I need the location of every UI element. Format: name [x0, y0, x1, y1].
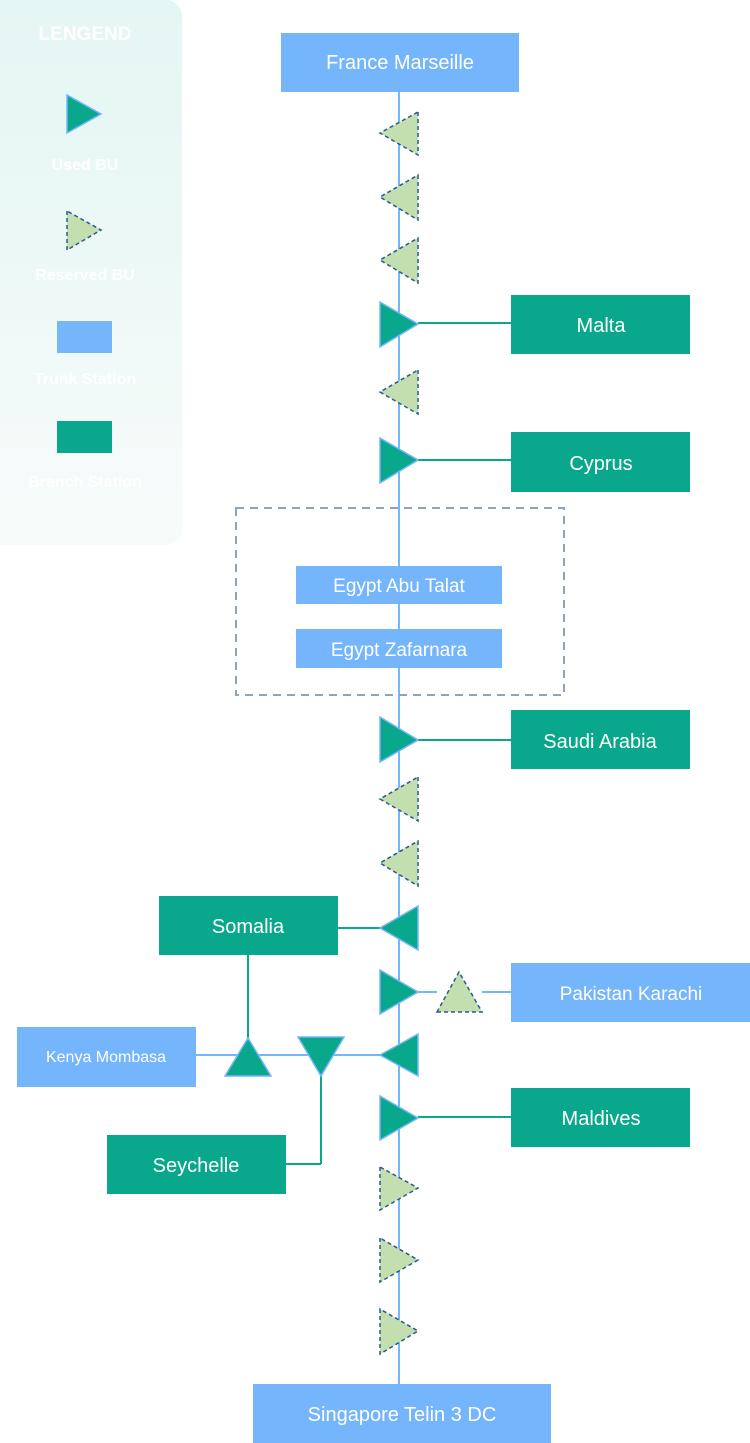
used-bu-icon — [379, 300, 420, 349]
station-label: Kenya Mombasa — [46, 1049, 166, 1066]
used-bu-triangle-icon — [66, 93, 103, 135]
station-label: Maldives — [562, 1108, 641, 1130]
legend-label-branch-station: Branch Station — [28, 474, 142, 491]
station-label: Cyprus — [569, 453, 632, 475]
used-bu-icon — [379, 1094, 420, 1142]
station-saudi-arabia: Saudi Arabia — [511, 710, 690, 769]
station-somalia: Somalia — [159, 896, 338, 955]
used-bu-icon — [296, 1036, 346, 1078]
reserved-bu-icon — [378, 775, 419, 823]
egypt-landing-group — [235, 507, 565, 696]
station-label: Pakistan Karachi — [560, 984, 703, 1005]
station-egypt-abu-talat: Egypt Abu Talat — [296, 566, 502, 604]
legend-label-used-bu: Used BU — [52, 157, 119, 174]
reserved-bu-icon — [378, 839, 419, 888]
reserved-bu-icon — [379, 1165, 420, 1212]
station-label: Somalia — [212, 916, 285, 938]
reserved-bu-icon — [378, 368, 419, 416]
used-bu-icon — [379, 715, 420, 764]
station-pakistan-karachi: Pakistan Karachi — [511, 963, 750, 1022]
trunk-station-swatch — [57, 321, 112, 353]
station-label: Egypt Abu Talat — [333, 576, 465, 597]
used-bu-icon — [378, 1032, 419, 1078]
reserved-bu-triangle-icon — [66, 209, 103, 252]
station-malta: Malta — [511, 295, 690, 354]
reserved-bu-icon — [378, 173, 419, 222]
station-label: France Marseille — [326, 52, 474, 74]
reserved-bu-icon — [379, 1236, 420, 1284]
station-label: Seychelle — [153, 1155, 240, 1177]
station-label: Saudi Arabia — [543, 731, 657, 753]
station-maldives: Maldives — [511, 1088, 690, 1147]
used-bu-icon — [379, 436, 420, 485]
station-label: Egypt Zafarnara — [331, 640, 468, 661]
legend-title: LENGEND — [39, 24, 132, 45]
used-bu-icon — [378, 904, 419, 952]
station-singapore-telin-3-dc: Singapore Telin 3 DC — [253, 1384, 551, 1443]
station-kenya-mombasa: Kenya Mombasa — [17, 1027, 196, 1087]
station-cyprus: Cyprus — [511, 432, 690, 492]
used-bu-icon — [223, 1036, 273, 1077]
station-france-marseille: France Marseille — [281, 33, 519, 92]
reserved-bu-icon — [435, 970, 484, 1013]
station-egypt-zafarnara: Egypt Zafarnara — [296, 629, 502, 668]
station-label: Malta — [577, 315, 627, 337]
used-bu-icon — [379, 968, 420, 1016]
reserved-bu-icon — [378, 110, 419, 157]
station-seychelle: Seychelle — [107, 1135, 286, 1194]
reserved-bu-icon — [379, 1307, 420, 1356]
legend-label-reserved-bu: Reserved BU — [35, 267, 135, 284]
station-label: Singapore Telin 3 DC — [308, 1404, 497, 1426]
legend-panel — [0, 0, 182, 545]
legend-label-trunk-station: Trunk Station — [34, 371, 136, 388]
branch-station-swatch — [57, 421, 112, 453]
reserved-bu-icon — [378, 236, 419, 285]
